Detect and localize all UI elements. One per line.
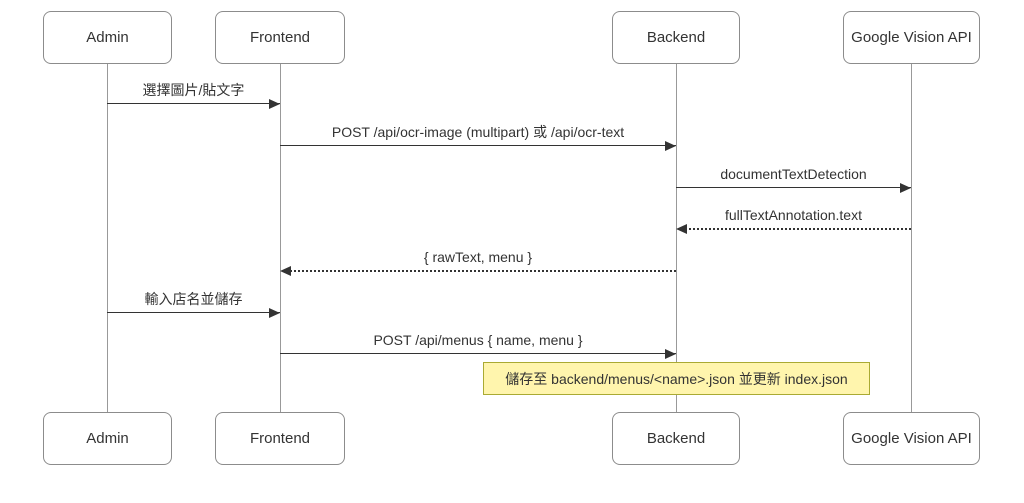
message-arrow-4 — [682, 228, 911, 230]
arrowhead-left-icon — [280, 266, 291, 276]
actor-bottom-google-vision-api: Google Vision API — [843, 412, 980, 465]
actor-bottom-backend: Backend — [612, 412, 740, 465]
message-arrow-2 — [280, 145, 676, 146]
message-arrow-6 — [107, 312, 280, 313]
actor-top-frontend: Frontend — [215, 11, 345, 64]
message-label-6: 輸入店名並儲存 — [144, 291, 243, 307]
message-arrow-7 — [280, 353, 676, 354]
arrowhead-right-icon — [665, 349, 676, 359]
lifeline-frontend — [280, 64, 281, 412]
message-label-5: { rawText, menu } — [423, 249, 533, 265]
message-label-1: 選擇圖片/貼文字 — [142, 82, 245, 98]
message-label-3: documentTextDetection — [720, 166, 867, 182]
lifeline-backend — [676, 64, 677, 412]
arrowhead-right-icon — [665, 141, 676, 151]
actor-top-backend: Backend — [612, 11, 740, 64]
message-label-2: POST /api/ocr-image (multipart) 或 /api/o… — [331, 124, 625, 140]
actor-bottom-admin: Admin — [43, 412, 172, 465]
actor-top-admin: Admin — [43, 11, 172, 64]
lifeline-google-vision-api — [911, 64, 912, 412]
arrowhead-right-icon — [269, 99, 280, 109]
actor-bottom-frontend: Frontend — [215, 412, 345, 465]
message-arrow-1 — [107, 103, 280, 104]
note-save-menu: 儲存至 backend/menus/<name>.json 並更新 index.… — [483, 362, 870, 395]
actor-top-google-vision-api: Google Vision API — [843, 11, 980, 64]
arrowhead-left-icon — [676, 224, 687, 234]
message-label-7: POST /api/menus { name, menu } — [373, 332, 583, 348]
message-arrow-3 — [676, 187, 911, 188]
message-arrow-5 — [286, 270, 676, 272]
message-label-4: fullTextAnnotation.text — [725, 207, 862, 223]
arrowhead-right-icon — [269, 308, 280, 318]
lifeline-admin — [107, 64, 108, 412]
arrowhead-right-icon — [900, 183, 911, 193]
